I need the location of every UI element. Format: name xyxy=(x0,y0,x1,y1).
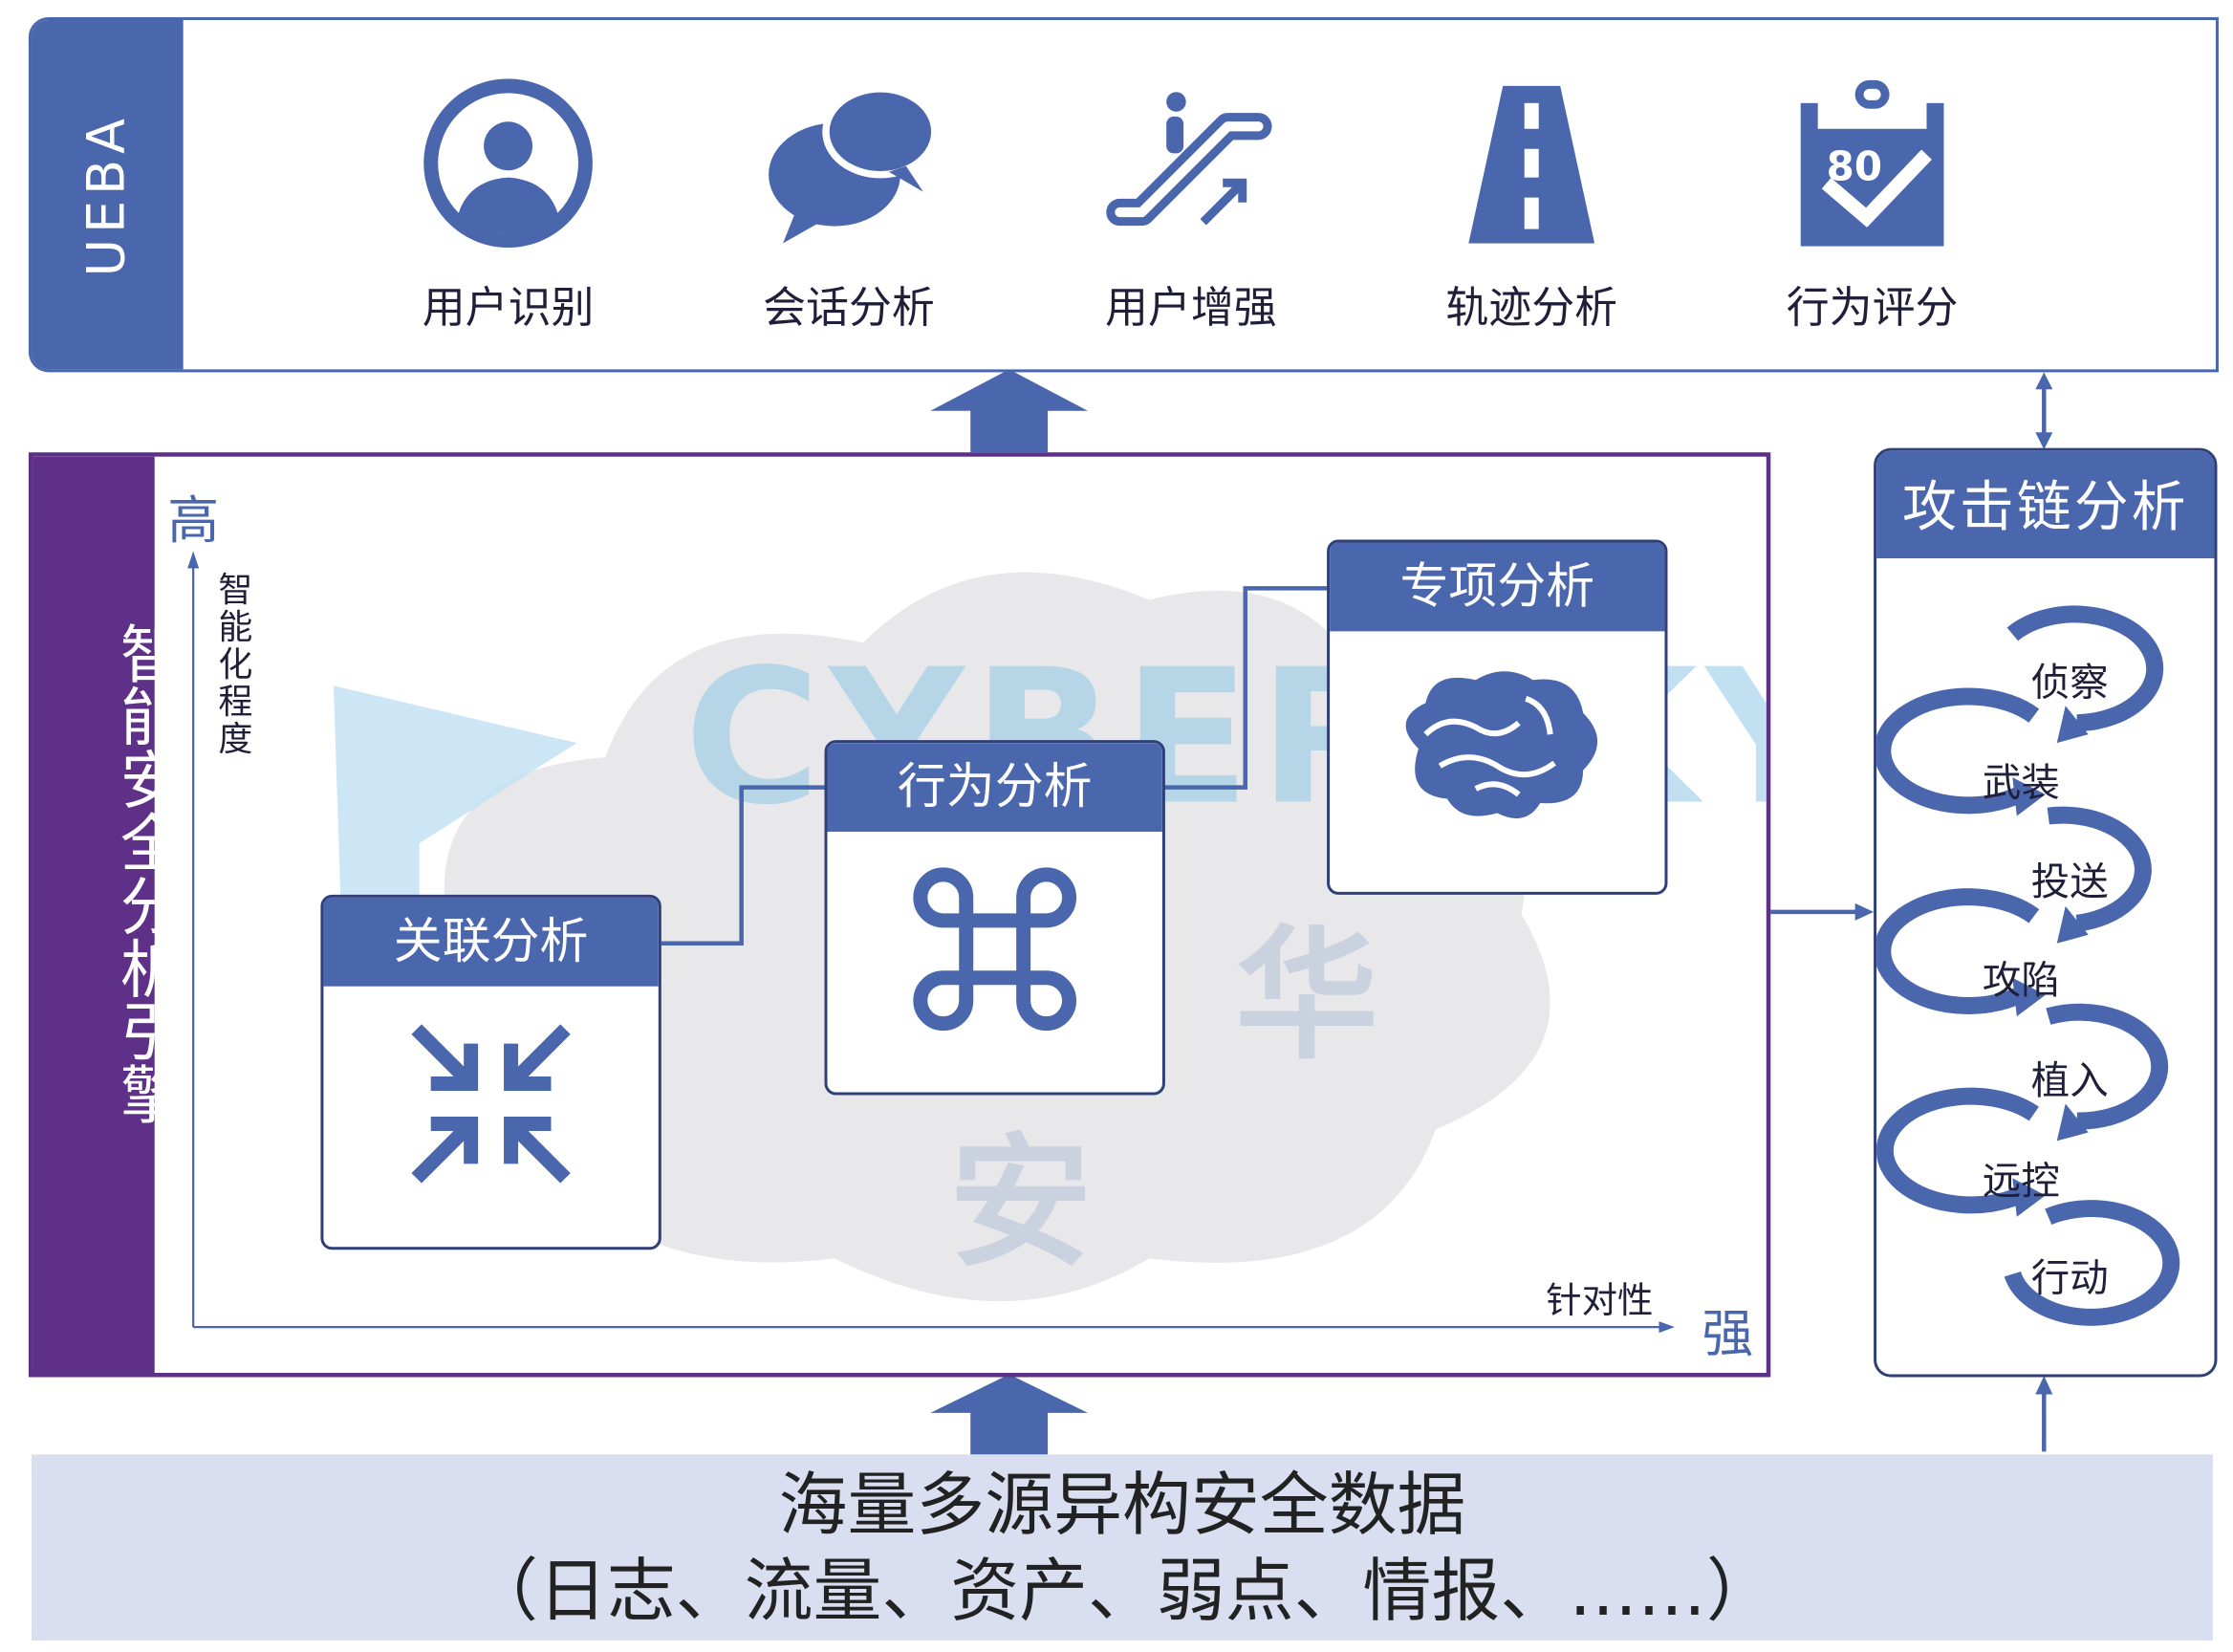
stage-title: 行为分析 xyxy=(827,743,1162,832)
attack-chain-panel: 攻击链分析 侦察 武装 投送 攻陷 植入 远控 行动 xyxy=(1874,447,2218,1378)
chain-step: 行动 xyxy=(2030,1256,2109,1302)
escalator-icon xyxy=(1106,92,1272,227)
up-arrow-from-data xyxy=(930,1374,1089,1455)
x-axis-high-label: 强 xyxy=(1702,1305,1754,1365)
engine-title-strip: 智能安全分析引擎 xyxy=(33,456,182,1374)
stage-title: 专项分析 xyxy=(1330,542,1665,632)
score-clipboard-icon: 80 xyxy=(1800,79,1944,247)
data-source-title: 海量多源异构安全数据 xyxy=(778,1466,1466,1547)
connector-line xyxy=(1163,586,1328,790)
command-icon xyxy=(913,867,1077,1032)
chain-step: 投送 xyxy=(2030,859,2109,905)
feature-user-identification: 用户识别 xyxy=(365,77,651,336)
stage-title: 关联分析 xyxy=(323,897,659,987)
chain-step: 攻陷 xyxy=(1982,959,2060,1004)
feature-label: 用户增强 xyxy=(1104,283,1277,334)
feature-trajectory-analysis: 轨迹分析 xyxy=(1388,77,1674,336)
chat-icon xyxy=(769,85,935,244)
data-source-types: （日志、流量、资产、弱点、情报、……） xyxy=(469,1552,1775,1633)
analysis-engine-panel: 智能安全分析引擎 CYBERSKY 盛华安 高 智能化程度 针对性 强 关联分析 xyxy=(28,452,1771,1378)
attack-chain-flow xyxy=(1876,605,2180,1326)
engine-title: 智能安全分析引擎 xyxy=(108,620,183,1125)
brain-icon xyxy=(1405,671,1598,819)
feature-behavior-score: 80 行为评分 xyxy=(1729,77,2015,336)
feature-label: 轨迹分析 xyxy=(1445,283,1618,334)
stage-correlation-analysis: 关联分析 xyxy=(320,894,661,1250)
road-icon xyxy=(1468,85,1595,244)
chain-step: 武装 xyxy=(1982,761,2060,807)
y-axis-label: 智能化程度 xyxy=(211,571,252,758)
ueba-title-strip: UEBA xyxy=(31,19,184,370)
compress-arrows-icon xyxy=(411,1024,571,1184)
x-axis-label: 针对性 xyxy=(1546,1279,1654,1322)
data-source-panel: 海量多源异构安全数据 （日志、流量、资产、弱点、情报、……） xyxy=(31,1454,2213,1641)
y-axis-high-label: 高 xyxy=(167,492,220,552)
user-icon xyxy=(423,78,593,249)
ueba-panel: UEBA 用户识别 会话分析 用户增强 轨迹分析 80 行为评分 xyxy=(28,16,2219,373)
stage-behavior-analysis: 行为分析 xyxy=(824,740,1165,1096)
feature-label: 行为评分 xyxy=(1786,283,1959,334)
feature-label: 会话分析 xyxy=(763,283,935,334)
up-arrow-to-ueba xyxy=(930,369,1089,453)
axes xyxy=(187,551,1675,1334)
chain-step: 远控 xyxy=(1982,1159,2060,1205)
attack-chain-title: 攻击链分析 xyxy=(1876,450,2215,558)
feature-user-enhancement: 用户增强 xyxy=(1048,77,1333,336)
stage-special-analysis: 专项分析 xyxy=(1327,539,1668,895)
feature-label: 用户识别 xyxy=(422,283,595,334)
chain-step: 植入 xyxy=(2030,1059,2109,1104)
chain-step: 侦察 xyxy=(2030,661,2109,706)
connector-line xyxy=(661,785,825,946)
feature-session-analysis: 会话分析 xyxy=(705,77,991,336)
